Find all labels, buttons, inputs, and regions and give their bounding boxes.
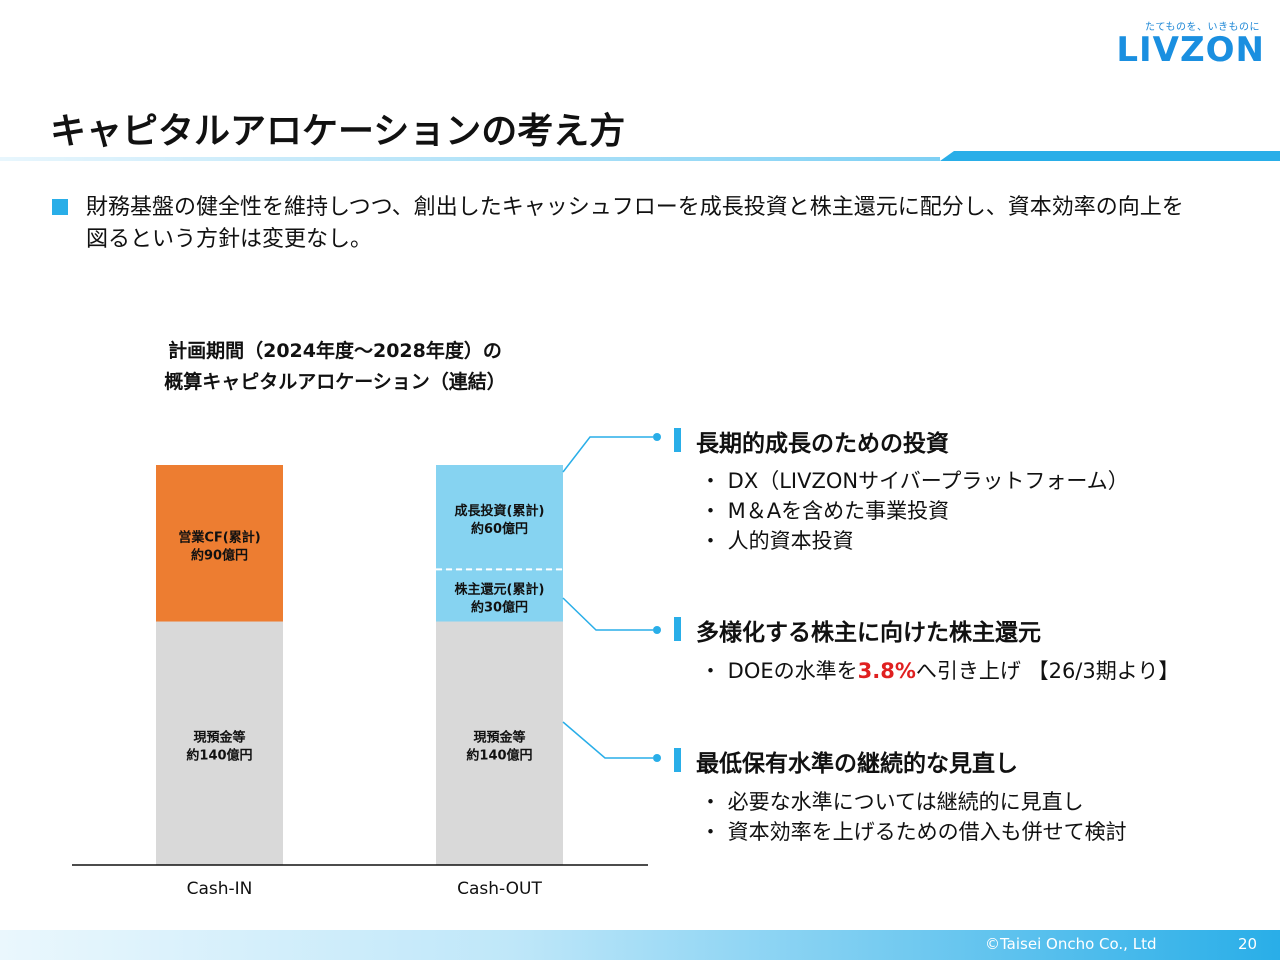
section-minimum-item: ・ 資本効率を上げるための借入も併せて検討 <box>700 820 1127 844</box>
bar-segment <box>436 621 563 865</box>
bar-segment <box>436 465 563 570</box>
connector-line <box>562 721 653 759</box>
segment-value-label: 約140億円 <box>466 747 532 763</box>
segment-value-label: 約140億円 <box>186 747 252 763</box>
connector-dot <box>653 433 661 441</box>
footer-band <box>0 930 1280 960</box>
bar-segment <box>156 621 283 865</box>
square-bullet-icon <box>52 199 68 215</box>
section-minimum-holding-title: 最低保有水準の継続的な見直し <box>696 751 1018 777</box>
intro-text: 財務基盤の健全性を維持しつつ、創出したキャッシュフローを成長投資と株主還元に配分… <box>86 195 1184 252</box>
bar-segment <box>156 465 283 622</box>
category-label: Cash-OUT <box>457 879 542 899</box>
connector-dot <box>653 754 661 762</box>
segment-label: 現預金等 <box>473 729 525 745</box>
segment-value-label: 約60億円 <box>471 521 528 537</box>
segment-value-label: 約30億円 <box>471 599 528 615</box>
section-marker <box>674 748 681 772</box>
brand-tagline: たてものを、いきものに <box>1145 22 1260 33</box>
doe-text: ・ DOEの水準を <box>700 659 858 683</box>
category-label: Cash-IN <box>187 879 253 899</box>
page-title: キャピタルアロケーションの考え方 <box>50 111 626 152</box>
segment-label: 株主還元(累計) <box>455 581 545 597</box>
section-marker <box>674 428 681 452</box>
chart-title-line2: 概算キャピタルアロケーション（連結） <box>164 371 506 393</box>
section-shareholder-return-title: 多様化する株主に向けた株主還元 <box>696 620 1041 646</box>
segment-label: 営業CF(累計) <box>178 529 260 545</box>
connector-dot <box>653 626 661 634</box>
section-minimum-item: ・ 必要な水準については継続的に見直し <box>700 790 1084 814</box>
section-shareholder-item: ・ DOEの水準を3.8%へ引き上げ 【26/3期より】 <box>700 655 1179 685</box>
section-marker <box>674 617 681 641</box>
title-underline-accent <box>940 151 1280 161</box>
section-growth-item: ・ M＆Aを含めた事業投資 <box>700 499 950 523</box>
copyright: ©Taisei Oncho Co., Ltd <box>985 935 1157 953</box>
segment-value-label: 約90億円 <box>191 547 248 563</box>
section-growth-item: ・ 人的資本投資 <box>700 529 854 553</box>
connector-line <box>562 436 653 473</box>
chart-title: 計画期間（2024年度～2028年度）の 概算キャピタルアロケーション（連結） <box>80 336 590 398</box>
doe-highlight: 3.8% <box>857 659 916 683</box>
connector-line <box>562 597 653 631</box>
segment-label: 現預金等 <box>193 729 245 745</box>
bar-segment <box>436 569 563 622</box>
doe-text-post: へ引き上げ 【26/3期より】 <box>915 659 1180 683</box>
section-growth-investment-title: 長期的成長のための投資 <box>696 431 949 457</box>
livzon-logo: LIVZON <box>1116 30 1265 70</box>
chart-title-line1: 計画期間（2024年度～2028年度）の <box>168 340 502 362</box>
title-underline-thin <box>0 157 940 161</box>
page-number: 20 <box>1238 935 1258 953</box>
segment-label: 成長投資(累計) <box>455 503 545 519</box>
section-growth-item: ・ DX（LIVZONサイバープラットフォーム） <box>700 469 1129 493</box>
